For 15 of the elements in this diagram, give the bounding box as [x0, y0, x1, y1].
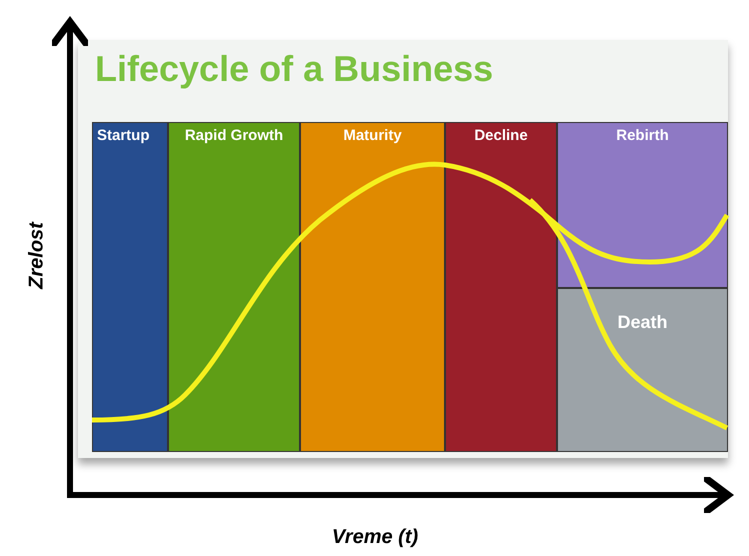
stage-label: Startup: [96, 127, 150, 145]
axis-label: Zrelost: [26, 220, 48, 292]
stage-label: Death: [616, 313, 668, 331]
stage-label: Maturity: [342, 127, 403, 145]
stage-label: Rebirth: [615, 127, 670, 145]
axis-label: Vreme (t): [330, 526, 420, 549]
title: Lifecycle of a Business: [95, 48, 494, 90]
stage-band: [168, 122, 300, 452]
stage-label: Decline: [473, 127, 529, 145]
stage-band: [557, 122, 728, 288]
stage-band: [300, 122, 445, 452]
stage-label: Rapid Growth: [184, 127, 284, 145]
stage-band: [557, 288, 728, 452]
stage-band: [92, 122, 168, 452]
stage-band: [445, 122, 557, 452]
